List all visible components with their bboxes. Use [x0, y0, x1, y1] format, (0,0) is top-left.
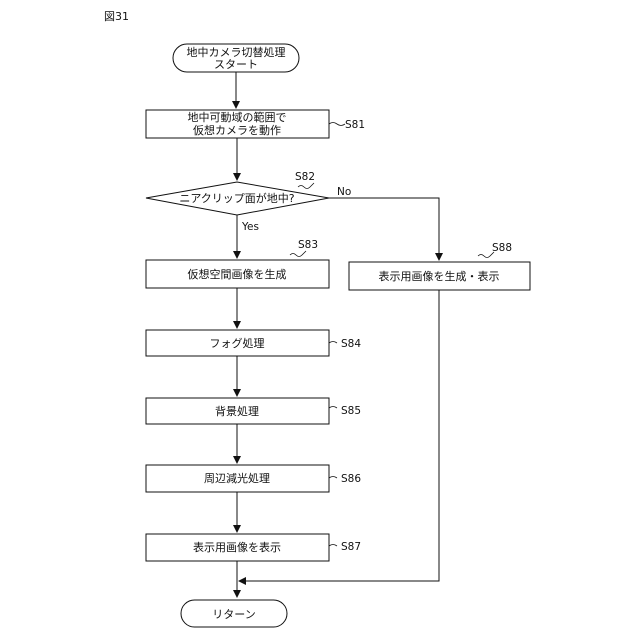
end-terminal: リターン — [181, 600, 287, 627]
start-terminal: 地中カメラ切替処理 スタート — [173, 44, 299, 72]
s86-label: 周辺減光処理 — [204, 471, 270, 485]
s83-step-number: S83 — [298, 239, 318, 251]
s84-label: フォグ処理 — [210, 336, 265, 350]
s86-step-number: S86 — [341, 473, 361, 485]
s82-step-number: S82 — [295, 171, 315, 183]
s88-step-number: S88 — [492, 242, 512, 254]
s83-label: 仮想空間画像を生成 — [188, 267, 287, 281]
process-s88: 表示用画像を生成・表示 — [349, 262, 530, 290]
s84-leader — [329, 342, 337, 344]
process-s83: 仮想空間画像を生成 — [146, 260, 329, 288]
s85-step-number: S85 — [341, 405, 361, 417]
start-label-line2: スタート — [214, 58, 258, 71]
s82-yes-label: Yes — [241, 221, 259, 233]
process-s84: フォグ処理 — [146, 330, 329, 356]
end-label: リターン — [212, 608, 255, 621]
connector-s82-s88 — [329, 198, 439, 260]
s88-label: 表示用画像を生成・表示 — [379, 269, 500, 283]
process-s81: 地中可動域の範囲で 仮想カメラを動作 — [146, 110, 329, 138]
s87-leader — [329, 545, 337, 547]
s87-label: 表示用画像を表示 — [193, 540, 281, 554]
s84-step-number: S84 — [341, 338, 361, 350]
process-s87: 表示用画像を表示 — [146, 534, 329, 561]
start-label-line1: 地中カメラ切替処理 — [187, 45, 286, 59]
s82-no-label: No — [337, 186, 351, 198]
s85-label: 背景処理 — [215, 404, 259, 418]
s81-label-line1: 地中可動域の範囲で — [188, 110, 287, 124]
s85-leader — [329, 407, 337, 409]
s81-step-number: S81 — [345, 119, 365, 131]
s82-leader — [298, 183, 314, 189]
figure-label: 図31 — [104, 10, 129, 23]
s86-leader — [329, 477, 337, 479]
s87-step-number: S87 — [341, 541, 361, 553]
s81-leader — [329, 123, 345, 126]
s83-leader — [290, 251, 306, 257]
process-s85: 背景処理 — [146, 398, 329, 424]
process-s86: 周辺減光処理 — [146, 465, 329, 492]
s82-label: ニアクリップ面が地中? — [179, 191, 294, 205]
decision-s82: ニアクリップ面が地中? — [146, 182, 329, 215]
s81-label-line2: 仮想カメラを動作 — [193, 123, 281, 137]
